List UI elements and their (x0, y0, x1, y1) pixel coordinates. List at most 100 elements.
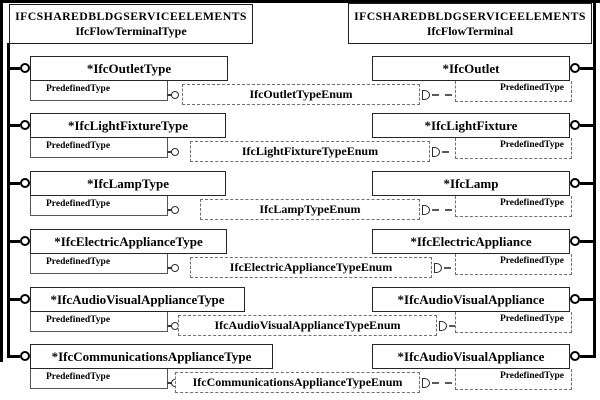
attribute-connector-line-left (167, 151, 172, 153)
occurrence-entity-label: *IfcAudioVisualAppliance (397, 348, 545, 364)
type-entity-box: *IfcCommunicationsApplianceType (30, 344, 273, 369)
predefinedtype-label-right: PredefinedType (499, 198, 564, 208)
right-subtype-connector-circle-icon (570, 63, 580, 73)
enum-type-label: IfcAudioVisualApplianceTypeEnum (214, 318, 401, 332)
right-bus-connector-line (579, 181, 594, 185)
type-entity-box: *IfcLightFixtureType (30, 113, 226, 138)
predefinedtype-label-left: PredefinedType (46, 257, 111, 267)
right-bus-connector-line (579, 66, 594, 70)
enum-type-label: IfcLightFixtureTypeEnum (241, 144, 379, 158)
occurrence-entity-box: *IfcOutlet (372, 56, 570, 81)
type-entity-label: *IfcLampType (86, 175, 170, 191)
type-entity-box: *IfcAudioVisualApplianceType (30, 287, 245, 312)
attribute-connector-circle-icon (171, 206, 179, 214)
left-bus-connector-line (8, 354, 20, 358)
left-subtype-connector-circle-icon (19, 63, 30, 73)
predefinedtype-label-left: PredefinedType (46, 372, 111, 382)
left-subtype-connector-circle-icon (19, 294, 30, 304)
right-subtype-connector-circle-icon (570, 351, 580, 361)
top-border-line (0, 0, 600, 3)
enum-ref-connector-icon (434, 263, 442, 273)
right-subtype-connector-circle-icon (570, 236, 580, 246)
dashed-attribute-line-right (442, 150, 455, 153)
type-entity-box: *IfcElectricApplianceType (30, 229, 227, 254)
predefinedtype-attribute-strip-right: PredefinedType (455, 196, 572, 217)
schema-entity-left: IfcFlowTerminalType (75, 24, 187, 38)
predefinedtype-label-left: PredefinedType (46, 141, 111, 151)
predefinedtype-attribute-strip-left: PredefinedType (30, 81, 168, 101)
enum-ref-connector-icon (439, 321, 447, 331)
enum-ref-connector-icon (422, 90, 430, 100)
schema-name-right: IFCSHAREDBLDGSERVICEELEMENTS (354, 8, 586, 23)
dashed-attribute-line-right (444, 266, 455, 269)
left-border-line (0, 0, 3, 362)
occurrence-entity-label: *IfcLightFixture (424, 117, 518, 133)
predefinedtype-label-right: PredefinedType (499, 314, 564, 324)
occurrence-entity-label: *IfcLamp (443, 175, 499, 191)
left-bus-connector-line (8, 239, 20, 243)
predefinedtype-label-right: PredefinedType (499, 83, 564, 93)
type-entity-box: *IfcOutletType (30, 56, 228, 81)
type-entity-label: *IfcOutletType (86, 60, 172, 76)
predefinedtype-attribute-strip-right: PredefinedType (455, 254, 572, 275)
enum-type-box: IfcOutletTypeEnum (182, 84, 420, 105)
attribute-connector-circle-icon (171, 91, 179, 99)
enum-type-box: IfcLampTypeEnum (200, 199, 420, 220)
occurrence-entity-box: *IfcAudioVisualAppliance (372, 287, 570, 312)
schema-header-right: IFCSHAREDBLDGSERVICEELEMENTS IfcFlowTerm… (348, 3, 592, 44)
right-bus-connector-line (579, 239, 594, 243)
schema-name-left: IFCSHAREDBLDGSERVICEELEMENTS (15, 9, 247, 23)
attribute-connector-line-left (167, 267, 172, 269)
occurrence-entity-box: *IfcLightFixture (372, 113, 570, 138)
predefinedtype-attribute-strip-right: PredefinedType (455, 369, 572, 390)
occurrence-entity-label: *IfcAudioVisualAppliance (397, 291, 545, 307)
diagram-row: *IfcElectricApplianceType PredefinedType… (0, 229, 600, 281)
schema-header-left: IFCSHAREDBLDGSERVICEELEMENTS IfcFlowTerm… (9, 4, 253, 44)
occurrence-entity-box: *IfcAudioVisualAppliance (372, 344, 570, 369)
right-bus-connector-line (579, 297, 594, 301)
right-bus-connector-line (579, 123, 594, 127)
predefinedtype-label-left: PredefinedType (46, 315, 111, 325)
enum-type-box: IfcCommunicationsApplianceTypeEnum (175, 372, 420, 393)
predefinedtype-label-left: PredefinedType (46, 199, 111, 209)
attribute-connector-circle-icon (171, 264, 179, 272)
enum-type-box: IfcAudioVisualApplianceTypeEnum (178, 315, 437, 336)
type-entity-label: *IfcCommunicationsApplianceType (51, 348, 252, 364)
attribute-connector-line-left (167, 325, 172, 327)
diagram-row: *IfcCommunicationsApplianceType Predefin… (0, 344, 600, 396)
enum-type-box: IfcLightFixtureTypeEnum (190, 141, 430, 162)
attribute-connector-line-left (167, 382, 172, 384)
predefinedtype-attribute-strip-right: PredefinedType (455, 81, 572, 102)
enum-ref-connector-icon (432, 147, 440, 157)
type-entity-box: *IfcLampType (30, 171, 226, 196)
right-subtype-connector-circle-icon (570, 120, 580, 130)
occurrence-entity-box: *IfcElectricAppliance (372, 229, 570, 254)
occurrence-entity-label: *IfcElectricAppliance (410, 233, 532, 249)
occurrence-entity-label: *IfcOutlet (442, 60, 500, 76)
schema-entity-right: IfcFlowTerminal (426, 23, 514, 38)
right-subtype-bus-line (592, 2, 596, 358)
enum-type-label: IfcCommunicationsApplianceTypeEnum (192, 375, 403, 389)
right-bus-connector-line (579, 354, 594, 358)
predefinedtype-attribute-strip-right: PredefinedType (455, 312, 572, 333)
predefinedtype-attribute-strip-right: PredefinedType (455, 138, 572, 159)
predefinedtype-label-left: PredefinedType (46, 84, 111, 94)
left-bus-connector-line (8, 297, 20, 301)
left-bus-connector-line (8, 123, 20, 127)
left-bus-connector-line (8, 66, 20, 70)
diagram-row: *IfcAudioVisualApplianceType PredefinedT… (0, 287, 600, 339)
type-entity-label: *IfcAudioVisualApplianceType (50, 291, 225, 307)
left-subtype-connector-circle-icon (19, 351, 30, 361)
predefinedtype-label-right: PredefinedType (499, 256, 564, 266)
right-subtype-connector-circle-icon (570, 178, 580, 188)
left-subtype-bus-line (7, 43, 10, 358)
occurrence-entity-box: *IfcLamp (372, 171, 570, 196)
dashed-attribute-line-right (432, 93, 455, 96)
dashed-attribute-line-right (432, 381, 455, 384)
attribute-connector-line-left (167, 209, 172, 211)
enum-type-label: IfcElectricApplianceTypeEnum (229, 260, 393, 274)
left-subtype-connector-circle-icon (19, 120, 30, 130)
attribute-connector-circle-icon (171, 148, 179, 156)
type-entity-label: *IfcLightFixtureType (67, 117, 189, 133)
